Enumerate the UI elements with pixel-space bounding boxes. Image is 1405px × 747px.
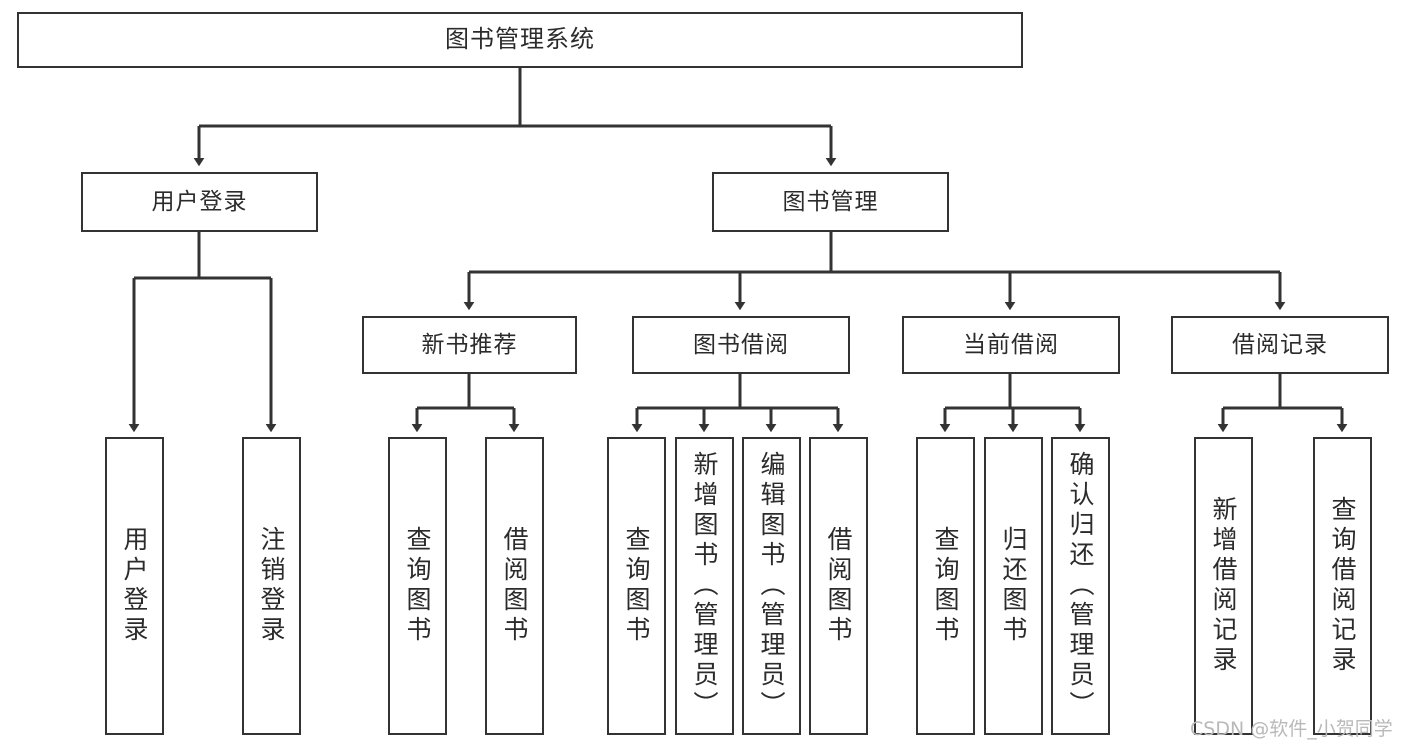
- node-borrow-record-label: 借阅记录: [1232, 331, 1328, 358]
- node-leaf-query-book-1[interactable]: 查询图书: [388, 437, 447, 735]
- node-new-book-rec[interactable]: 新书推荐: [362, 316, 577, 374]
- node-leaf-user-login[interactable]: 用户登录: [105, 437, 164, 735]
- node-leaf-borrow-book-2-label: 借阅图书: [824, 526, 853, 646]
- node-user-login[interactable]: 用户登录: [81, 172, 318, 232]
- node-leaf-query-book-2-label: 查询图书: [622, 526, 651, 646]
- node-leaf-query-book-1-label: 查询图书: [403, 526, 432, 646]
- node-leaf-query-book-3-label: 查询图书: [931, 526, 960, 646]
- node-leaf-user-login-label: 用户登录: [120, 526, 149, 646]
- node-book-borrow-label: 图书借阅: [693, 331, 789, 358]
- node-current-borrow[interactable]: 当前借阅: [902, 316, 1120, 374]
- node-leaf-confirm-return-label: 确认归还（管理员）: [1066, 451, 1095, 721]
- node-leaf-add-record-label: 新增借阅记录: [1209, 496, 1238, 676]
- node-book-borrow[interactable]: 图书借阅: [632, 316, 850, 374]
- node-leaf-query-record-label: 查询借阅记录: [1328, 496, 1357, 676]
- node-user-login-label: 用户登录: [151, 188, 248, 215]
- node-leaf-borrow-book-1[interactable]: 借阅图书: [485, 437, 544, 735]
- node-leaf-query-book-3[interactable]: 查询图书: [916, 437, 975, 735]
- node-current-borrow-label: 当前借阅: [963, 331, 1059, 358]
- node-borrow-record[interactable]: 借阅记录: [1171, 316, 1389, 374]
- node-root[interactable]: 图书管理系统: [17, 12, 1023, 68]
- node-book-manage[interactable]: 图书管理: [712, 172, 949, 232]
- node-leaf-borrow-book-1-label: 借阅图书: [500, 526, 529, 646]
- node-leaf-add-book[interactable]: 新增图书（管理员）: [675, 437, 734, 735]
- node-leaf-add-book-label: 新增图书（管理员）: [690, 451, 719, 721]
- node-leaf-query-record[interactable]: 查询借阅记录: [1313, 437, 1372, 735]
- node-leaf-logout[interactable]: 注销登录: [242, 437, 301, 735]
- node-leaf-edit-book-label: 编辑图书（管理员）: [757, 451, 786, 721]
- node-leaf-query-book-2[interactable]: 查询图书: [607, 437, 666, 735]
- node-leaf-return-book[interactable]: 归还图书: [984, 437, 1043, 735]
- node-leaf-borrow-book-2[interactable]: 借阅图书: [809, 437, 868, 735]
- node-leaf-logout-label: 注销登录: [257, 526, 286, 646]
- node-leaf-add-record[interactable]: 新增借阅记录: [1194, 437, 1253, 735]
- node-root-label: 图书管理系统: [445, 25, 595, 54]
- node-leaf-return-book-label: 归还图书: [999, 526, 1028, 646]
- node-new-book-rec-label: 新书推荐: [421, 331, 518, 358]
- node-book-manage-label: 图书管理: [782, 188, 879, 215]
- node-leaf-confirm-return[interactable]: 确认归还（管理员）: [1051, 437, 1110, 735]
- node-leaf-edit-book[interactable]: 编辑图书（管理员）: [742, 437, 801, 735]
